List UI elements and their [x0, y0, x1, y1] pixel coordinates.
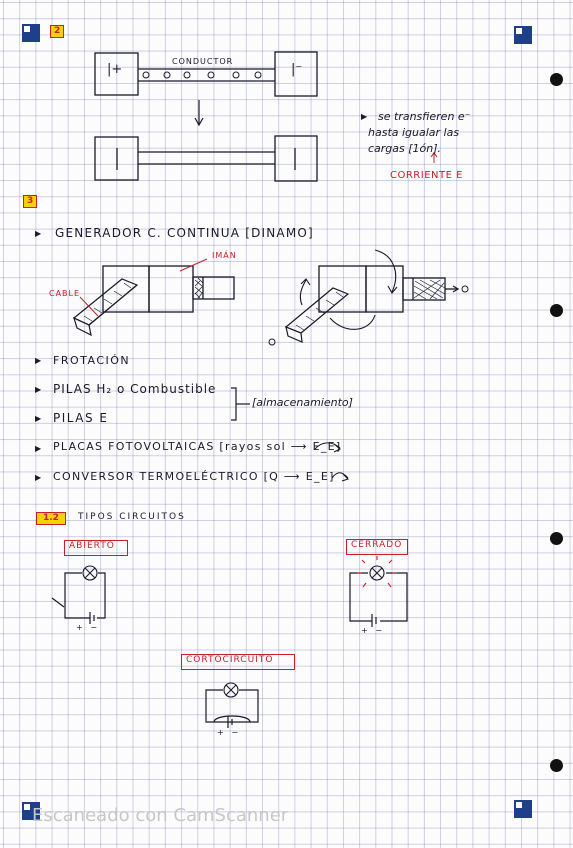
circuit-short — [205, 689, 259, 728]
conductor-label: CONDUCTOR — [172, 57, 234, 66]
lamp-closed — [369, 565, 385, 581]
almacenamiento-note: [almacenamiento] — [252, 396, 353, 409]
lamp-short — [223, 682, 239, 698]
list-item-pilas-e: PILAS E — [53, 411, 109, 425]
circuits-title: TIPOS CIRCUITOS — [78, 512, 186, 522]
generator-heading: GENERADOR C. CONTINUA [DINAMO] — [55, 226, 314, 240]
conductor-diagram-bottom — [94, 135, 318, 182]
corner-marker-bottom-left — [22, 802, 40, 820]
cable-pointer — [79, 296, 99, 317]
closed-battery-signs: + − — [361, 626, 383, 635]
cable-hatch-right — [295, 291, 344, 331]
cable-bar-right — [284, 287, 350, 343]
binder-hole — [550, 759, 563, 772]
negative-plate-label: |⁻ — [291, 62, 303, 77]
list-arrows — [314, 442, 350, 482]
bullet-marker: ▶ — [35, 473, 42, 482]
iman-label: IMÁN — [212, 251, 237, 260]
corner-marker-bottom-right — [514, 800, 532, 818]
down-arrow — [194, 100, 204, 127]
current-arrow — [430, 152, 438, 163]
closed-label-box — [346, 539, 408, 555]
cable-label: CABLE — [49, 289, 81, 298]
list-item-pilas-h2: PILAS H₂ o Combustible — [53, 382, 217, 396]
bullet-marker: ▶ — [35, 229, 42, 238]
iman-pointer — [179, 258, 208, 272]
lamp-rays — [357, 556, 397, 588]
short-battery-signs: + − — [217, 728, 239, 737]
circuit-closed — [349, 572, 408, 627]
conductor-diagram-top — [94, 51, 318, 97]
generator-right-coil — [413, 279, 446, 300]
list-item-frotacion: FROTACIÓN — [53, 354, 131, 367]
generator-right — [318, 265, 460, 313]
binder-hole — [550, 532, 563, 545]
section-number-3: 3 — [23, 195, 38, 208]
binder-hole — [550, 73, 563, 86]
open-label: ABIERTO — [69, 541, 115, 551]
positive-plate-label: |+ — [107, 62, 123, 77]
open-battery-signs: + − — [76, 623, 98, 632]
corner-marker-top-right — [514, 26, 532, 44]
generator-left-coil — [194, 277, 204, 299]
closed-label: CERRADO — [351, 540, 403, 550]
binder-hole — [550, 304, 563, 317]
note-line-2: hasta igualar las — [368, 126, 460, 139]
circuit-open — [51, 572, 106, 624]
cable-bar-left — [72, 278, 139, 337]
cable-hatch-left — [83, 282, 132, 322]
short-label: CORTOCIRCUITO — [186, 655, 274, 665]
list-item-placas: PLACAS FOTOVOLTAICAS [rayos sol ⟶ E_E] — [53, 440, 342, 453]
bullet-marker: ▶ — [35, 414, 42, 423]
bullet-marker: ▶ — [361, 112, 368, 121]
section-number-2: 2 — [50, 25, 65, 38]
electron-dots — [142, 71, 262, 79]
corner-marker-top-left — [22, 24, 40, 42]
note-line-3: cargas [1ón]. — [368, 142, 442, 155]
bullet-marker: ▶ — [35, 444, 42, 453]
lamp-open — [82, 565, 98, 581]
pilas-bracket — [231, 387, 250, 421]
section-number-1-2: 1.2 — [36, 512, 66, 525]
short-label-box — [181, 654, 295, 670]
note-line-1: se transfieren e⁻ — [378, 110, 471, 123]
rotation-arrows — [299, 249, 398, 330]
open-label-box — [64, 540, 128, 556]
bullet-marker: ▶ — [35, 356, 42, 365]
current-label: CORRIENTE E — [390, 170, 463, 181]
bullet-marker: ▶ — [35, 385, 42, 394]
list-item-conversor: CONVERSOR TERMOELÉCTRICO [Q ⟶ E_E] — [53, 470, 335, 483]
generator-left — [102, 265, 235, 313]
camscanner-watermark: Escaneado con CamScanner — [32, 805, 289, 826]
